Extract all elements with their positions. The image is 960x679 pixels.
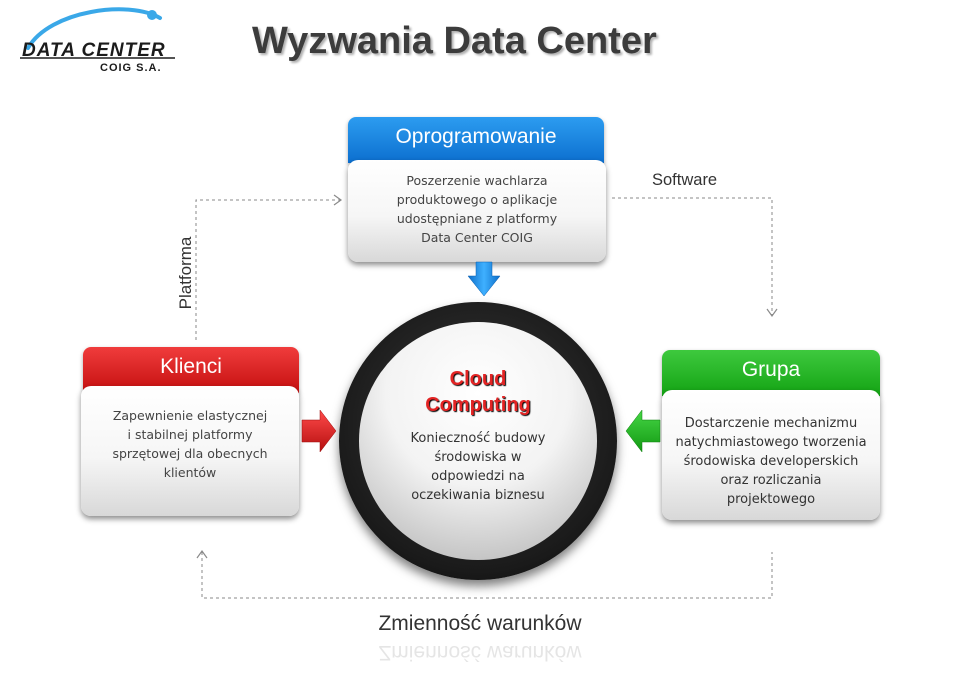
klienci-header-tab: Klienci xyxy=(83,347,299,393)
grupa-text-line: oraz rozliczania xyxy=(720,473,822,488)
connector-platforma-software xyxy=(195,199,340,340)
klienci-text-line: i stabilnej platformy xyxy=(127,427,253,442)
klienci-text-line: Zapewnienie elastycznej xyxy=(112,408,268,423)
software-text-line: produktowego o aplikacje xyxy=(396,192,558,207)
grupa-text-line: natychmiastowego tworzenia xyxy=(675,435,867,450)
software-text-line: udostępniane z platformy xyxy=(396,211,558,226)
bottom-label-reflection: Zmienność warunków xyxy=(378,641,582,664)
cloud-title-line: Computing xyxy=(425,394,531,416)
cloud-title: Cloud Computing xyxy=(339,366,617,418)
arrow-right-icon xyxy=(301,409,337,453)
arrow-down-icon xyxy=(467,261,501,297)
label-software: Software xyxy=(652,171,718,189)
software-header: Oprogramowanie xyxy=(395,125,557,148)
klienci-text-line: sprzętowej dla obecnych xyxy=(112,446,268,461)
cloud-title-line: Cloud xyxy=(449,368,507,390)
grupa-text-line: środowiska developerskich xyxy=(683,454,859,469)
software-text-line: Data Center COIG xyxy=(421,230,533,245)
arrow-left-icon xyxy=(625,409,661,453)
klienci-header: Klienci xyxy=(160,355,222,378)
grupa-header-tab: Grupa xyxy=(662,350,880,396)
cloud-text: Konieczność budowy środowiska w odpowied… xyxy=(369,429,587,505)
logo-subtext: COIG S.A. xyxy=(100,62,162,74)
cloud-circle xyxy=(359,322,597,560)
page-title: Wyzwania Data Center xyxy=(252,20,657,62)
software-box: Poszerzenie wachlarza produktowego o apl… xyxy=(348,160,606,262)
cloud-text-line: odpowiedzi na xyxy=(431,469,525,484)
klienci-text-line: klientów xyxy=(163,465,217,480)
grupa-box: Dostarczenie mechanizmu natychmiastowego… xyxy=(662,390,880,520)
software-text-line: Poszerzenie wachlarza xyxy=(406,173,548,188)
cloud-text-line: oczekiwania biznesu xyxy=(411,488,545,503)
cloud-text-line: środowiska w xyxy=(434,450,522,465)
grupa-text-line: projektowego xyxy=(726,492,816,507)
bottom-label: Zmienność warunków xyxy=(378,612,582,635)
connector-bottom-loop xyxy=(201,552,773,599)
software-header-tab: Oprogramowanie xyxy=(348,117,604,163)
grupa-text-line: Dostarczenie mechanizmu xyxy=(684,416,858,431)
cloud-text-line: Konieczność budowy xyxy=(410,431,546,446)
klienci-box: Zapewnienie elastycznej i stabilnej plat… xyxy=(81,386,299,516)
grupa-header: Grupa xyxy=(741,358,801,381)
logo-text: DATA CENTER xyxy=(22,40,166,61)
